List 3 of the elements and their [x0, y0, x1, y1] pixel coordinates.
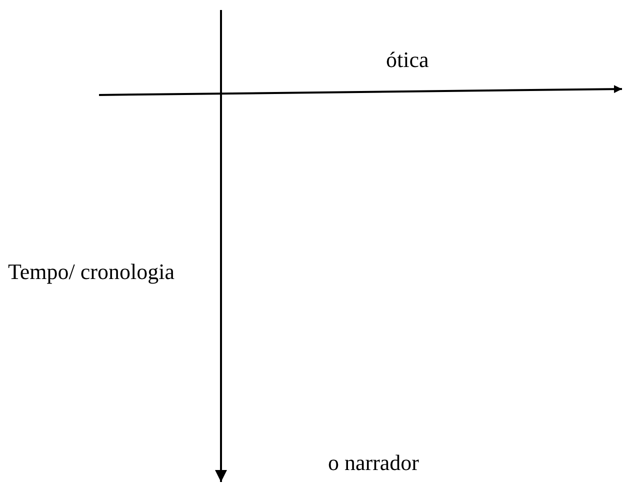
axis-label: ótica	[386, 47, 429, 72]
axis-label: Tempo/ cronologia	[8, 259, 174, 284]
axis-label: o narrador	[328, 450, 420, 475]
